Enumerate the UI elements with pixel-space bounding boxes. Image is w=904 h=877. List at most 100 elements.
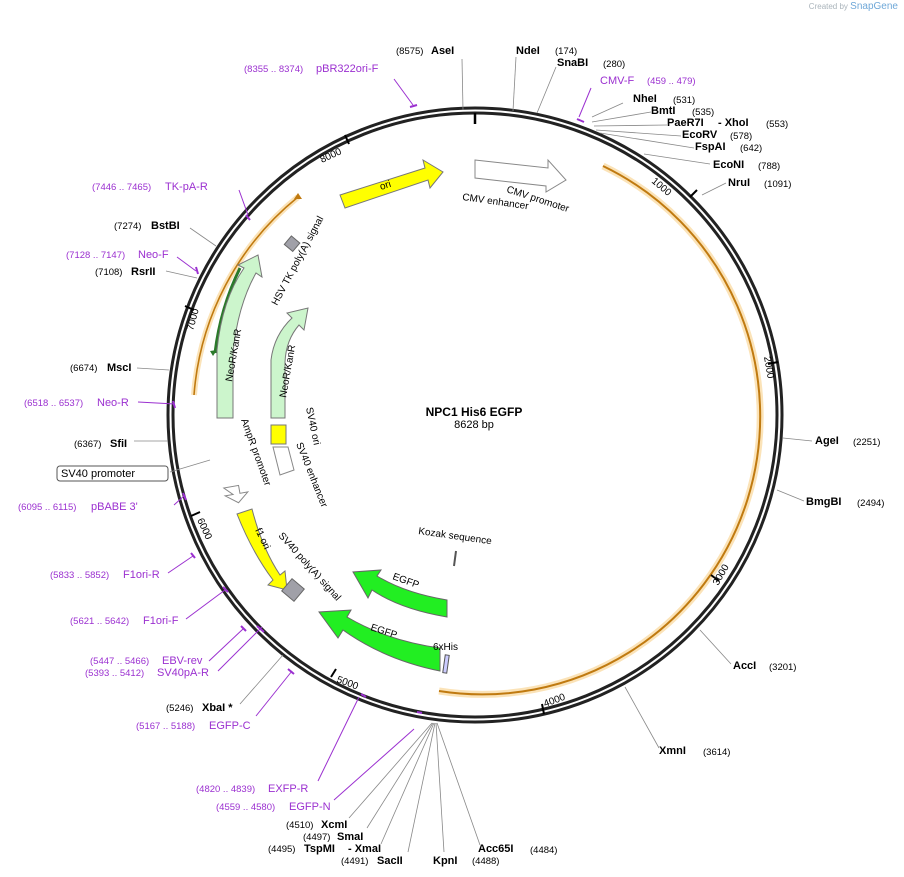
sv40-polya-box <box>281 578 305 602</box>
cmv-promoter-arrow <box>474 158 567 193</box>
neor-outer-arrow <box>216 254 263 419</box>
primer-pbr322ori-f[interactable]: pBR322ori-F <box>316 63 379 75</box>
enzyme-pos-agei: (2251) <box>853 437 880 448</box>
enzyme-msci[interactable]: MscI <box>107 362 131 374</box>
orf-arc-npc1 <box>438 165 762 696</box>
enzyme-pos-smai: (4497) <box>303 832 330 843</box>
enzyme-xhoi[interactable]: - XhoI <box>718 117 749 129</box>
label-ori[interactable]: ori <box>379 179 393 193</box>
tick-marks <box>184 134 779 715</box>
tick-label-6000: 6000 <box>194 517 214 542</box>
enzyme-bmti[interactable]: BmtI <box>651 105 675 117</box>
enzyme-pos-acci: (3201) <box>769 662 796 673</box>
enzyme-asei[interactable]: AseI <box>431 45 454 57</box>
tick-label-2000: 2000 <box>761 356 776 380</box>
orf-arc-left <box>193 196 299 396</box>
primer-egfp-n[interactable]: EGFP-N <box>289 801 331 813</box>
primer-lines <box>137 78 592 801</box>
primer-neo-r[interactable]: Neo-R <box>97 397 129 409</box>
enzyme-pos-fspai: (642) <box>740 143 762 154</box>
primer-sv40pa-r[interactable]: SV40pA-R <box>157 667 209 679</box>
enzyme-smai[interactable]: SmaI <box>337 831 363 843</box>
enzyme-pos-econi: (788) <box>758 161 780 172</box>
neo-orf-arrowhead <box>210 350 217 356</box>
label-sv40-enhancer[interactable]: SV40 enhancer <box>293 441 329 510</box>
primer-range-pbr322ori-f: (8355 .. 8374) <box>244 64 303 75</box>
enzyme-pos-nrui: (1091) <box>764 179 791 190</box>
enzyme-agei[interactable]: AgeI <box>815 435 839 447</box>
primer-f1ori-f[interactable]: F1ori-F <box>143 615 179 627</box>
label-sv40-ori[interactable]: SV40 ori <box>303 406 322 446</box>
enzyme-nrui[interactable]: NruI <box>728 177 750 189</box>
ori-arrow <box>339 158 444 209</box>
primer-labels: (8355 .. 8374) pBR322ori-F CMV-F (459 ..… <box>18 63 696 813</box>
enzyme-xbai[interactable]: XbaI * <box>202 702 233 714</box>
enzyme-pos-ndei: (174) <box>555 46 577 57</box>
label-ampr-promoter[interactable]: AmpR promoter <box>238 417 273 488</box>
primer-range-ebv-rev: (5447 .. 5466) <box>90 656 149 667</box>
enzyme-xmni[interactable]: XmnI <box>659 745 686 757</box>
enzyme-ndei[interactable]: NdeI <box>516 45 540 57</box>
enzyme-acc65i[interactable]: Acc65I <box>478 843 513 855</box>
egfp-arrow-2 <box>318 609 441 672</box>
enzyme-tspmi[interactable]: TspMI <box>304 843 335 855</box>
enzyme-bstbi[interactable]: BstBI <box>151 220 180 232</box>
enzyme-pos-ecorv: (578) <box>730 131 752 142</box>
enzyme-ecorv[interactable]: EcoRV <box>682 129 718 141</box>
leader-lines <box>134 56 813 853</box>
enzyme-acci[interactable]: AccI <box>733 660 756 672</box>
f1-ori-arrow <box>236 508 288 591</box>
primer-exfp-r[interactable]: EXFP-R <box>268 783 308 795</box>
enzyme-snabi[interactable]: SnaBI <box>557 57 588 69</box>
primer-range-neo-r: (6518 .. 6537) <box>24 398 83 409</box>
enzyme-pos-bmti: (535) <box>692 107 714 118</box>
label-kozak[interactable]: Kozak sequence <box>418 526 493 547</box>
enzyme-pos-tspmi: (4495) <box>268 844 295 855</box>
enzyme-nhei[interactable]: NheI <box>633 93 657 105</box>
enzyme-rsrii[interactable]: RsrII <box>131 266 155 278</box>
primer-ebv-rev[interactable]: EBV-rev <box>162 655 203 667</box>
enzyme-bmgbi[interactable]: BmgBI <box>806 496 841 508</box>
label-sv40-promoter: SV40 promoter <box>61 468 135 480</box>
enzyme-xmai[interactable]: - XmaI <box>348 843 381 855</box>
enzyme-pos-paer7i: (553) <box>766 119 788 130</box>
enzyme-kpni[interactable]: KpnI <box>433 855 457 867</box>
primer-range-neo-f: (7128 .. 7147) <box>66 250 125 261</box>
enzyme-pos-sacii: (4491) <box>341 856 368 867</box>
primer-f1ori-r[interactable]: F1ori-R <box>123 569 160 581</box>
enzyme-xcmi[interactable]: XcmI <box>321 819 347 831</box>
primer-pbabe3[interactable]: pBABE 3' <box>91 501 138 513</box>
sv40-promoter-box[interactable] <box>56 465 169 482</box>
enzyme-pos-xcmi: (4510) <box>286 820 313 831</box>
enzyme-sacii[interactable]: SacII <box>377 855 403 867</box>
label-6xhis[interactable]: 6xHis <box>433 642 458 653</box>
enzyme-pos-xmni: (3614) <box>703 747 730 758</box>
orf-arcs <box>191 162 764 698</box>
enzyme-paer7i[interactable]: PaeR7I <box>667 117 704 129</box>
backbone-outer <box>166 106 784 724</box>
primer-egfp-c[interactable]: EGFP-C <box>209 720 251 732</box>
enzyme-econi[interactable]: EcoNI <box>713 159 744 171</box>
primer-range-egfp-c: (5167 .. 5188) <box>136 721 195 732</box>
primer-tk-pa-r[interactable]: TK-pA-R <box>165 181 208 193</box>
enzyme-pos-snabi: (280) <box>603 59 625 70</box>
primer-range-sv40pa-r: (5393 .. 5412) <box>85 668 144 679</box>
neo-orf-arc <box>213 267 242 354</box>
primer-range-cmv-f: (459 .. 479) <box>647 76 696 87</box>
features <box>216 158 567 674</box>
enzyme-pos-rsrii: (7108) <box>95 267 122 278</box>
enzyme-sfii[interactable]: SfiI <box>110 438 127 450</box>
primer-range-pbabe3: (6095 .. 6115) <box>18 502 76 513</box>
primer-neo-f[interactable]: Neo-F <box>138 249 169 261</box>
label-hsv-tk[interactable]: HSV TK poly(A) signal <box>270 215 326 308</box>
enzyme-fspai[interactable]: FspAI <box>695 141 726 153</box>
egfp-arrow-1 <box>352 569 448 618</box>
enzyme-pos-bstbi: (7274) <box>114 221 141 232</box>
primer-range-exfp-r: (4820 .. 4839) <box>196 784 255 795</box>
enzyme-pos-msci: (6674) <box>70 363 97 374</box>
enzyme-pos-bmgbi: (2494) <box>857 498 884 509</box>
primer-cmv-f[interactable]: CMV-F <box>600 75 635 87</box>
plasmid-title: NPC1 His6 EGFP 8628 bp <box>374 405 574 431</box>
primer-range-f1ori-r: (5833 .. 5852) <box>50 570 109 581</box>
ampr-promoter-arrow <box>222 484 250 504</box>
